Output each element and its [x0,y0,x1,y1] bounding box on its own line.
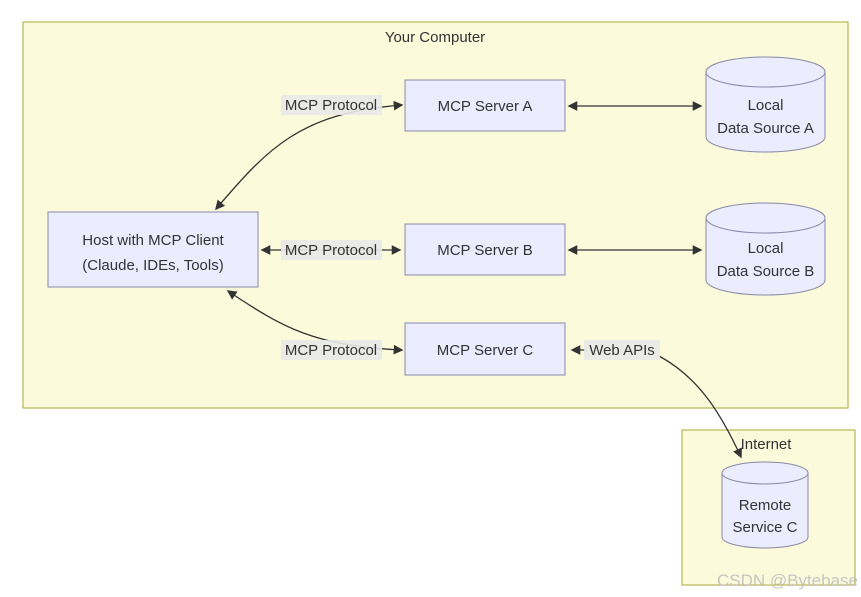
edge-label-text: MCP Protocol [285,342,377,359]
mcp-server-c-box [404,322,566,376]
edge-label-text: MCP Protocol [285,242,377,259]
edge-label-mcp-protocol-c: MCP Protocol [281,340,382,360]
host-label-line2: (Claude, IDEs, Tools) [82,257,223,274]
internet-box [681,429,856,586]
mcp-server-b-label: MCP Server B [437,242,533,259]
edge-label-bg [584,340,660,360]
watermark: CSDN @Bytebase [717,571,858,590]
edge-label-text: MCP Protocol [285,97,377,114]
node-local-data-source-b: Local Data Source B [705,202,826,296]
node-remote-service-c: Remote Service C [721,461,809,549]
mcp-server-a-box [404,79,566,132]
node-mcp-server-c: MCP Server C [404,322,566,376]
node-mcp-server-b: MCP Server B [404,223,566,276]
mcp-server-a-label: MCP Server A [438,98,533,115]
host-label-line1: Host with MCP Client [82,232,224,249]
node-mcp-server-a: MCP Server A [404,79,566,132]
mcp-server-c-label: MCP Server C [437,342,534,359]
host-box [47,211,259,288]
node-host-with-mcp-client: Host with MCP Client (Claude, IDEs, Tool… [47,211,259,288]
local-data-source-b-line2: Data Source B [717,263,815,280]
cylinder-top [705,202,826,234]
cylinder-top [721,461,809,485]
local-data-source-a-line1: Local [748,97,784,114]
edge-label-text: Web APIs [589,342,655,359]
node-local-data-source-a: Local Data Source A [705,56,826,153]
mcp-server-b-box [404,223,566,276]
remote-service-c-line1: Remote [739,497,792,514]
local-data-source-b-line1: Local [748,240,784,257]
edge-label-web-apis: Web APIs [584,340,660,360]
local-data-source-a-line2: Data Source A [717,120,814,137]
edge-webapis-remote-service [658,355,742,459]
cylinder-top [705,56,826,88]
edge-label-mcp-protocol-b: MCP Protocol [281,240,382,260]
internet-group: Internet [681,429,856,586]
edge-label-bg [281,240,382,260]
your-computer-title: Your Computer [385,29,485,46]
remote-service-c-line2: Service C [732,519,797,536]
edge-label-mcp-protocol-a: MCP Protocol [281,95,382,115]
edge-label-bg [281,95,382,115]
internet-title: Internet [741,436,793,453]
edge-label-bg [281,340,382,360]
